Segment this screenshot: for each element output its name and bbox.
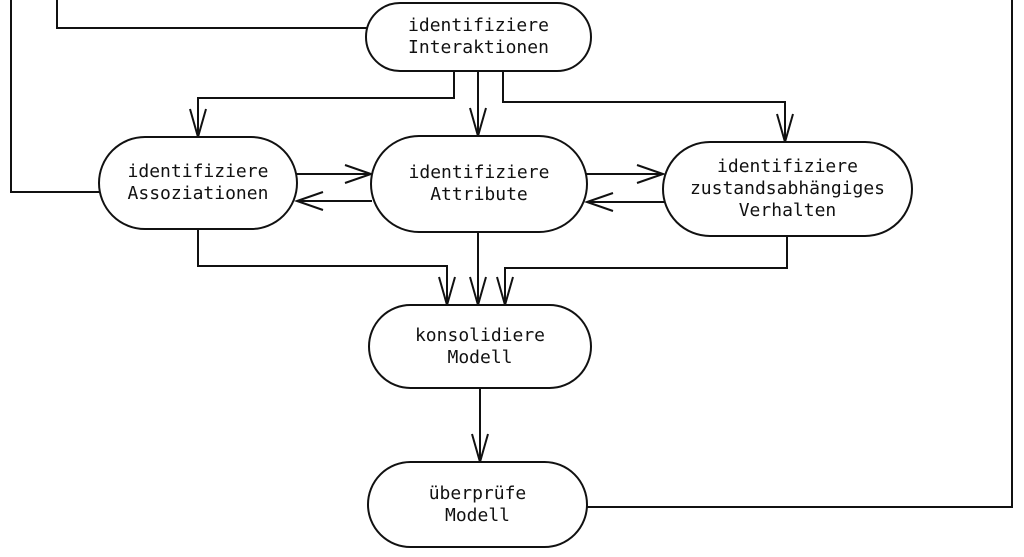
edge-attribute-to-assoziationen [293, 191, 372, 211]
edge-into-interaktionen-from-top-left [56, 0, 372, 29]
node-label-line: Assoziationen [127, 183, 269, 204]
node-label-line: Modell [444, 504, 511, 526]
edge-attribute-to-konsolidiere [469, 230, 487, 309]
edge-assoziationen-feedback-left [10, 0, 102, 193]
node-label-line: identifiziere [127, 161, 269, 182]
edge-interaktionen-to-verhalten [502, 70, 794, 146]
edge-konsolidiere-to-ueberpruefe [471, 385, 489, 466]
node-label-line: Attribute [430, 184, 528, 205]
node-label-line: zustandsabhängiges [689, 178, 886, 199]
edge-ueberpruefe-feedback-right [583, 0, 1013, 508]
node-label-line: konsolidiere [414, 324, 546, 346]
node-identifiziere-interaktionen: identifiziere Interaktionen [365, 2, 592, 72]
edge-verhalten-to-konsolidiere [496, 233, 788, 309]
node-label-line: überprüfe [428, 482, 527, 504]
node-konsolidiere-modell: konsolidiere Modell [368, 304, 592, 389]
node-ueberpruefe-modell: überprüfe Modell [367, 461, 588, 548]
node-label-line: identifiziere [408, 162, 550, 183]
edge-verhalten-to-attribute [583, 192, 665, 212]
node-identifiziere-attribute: identifiziere Attribute [370, 135, 588, 233]
edge-assoziationen-to-konsolidiere [197, 226, 456, 309]
edge-interaktionen-to-assoziationen [189, 70, 455, 141]
edge-interaktionen-to-attribute [469, 70, 487, 140]
node-identifiziere-zustandsabhaengiges-verhalten: identifiziere zustandsabhängiges Verhalt… [662, 141, 913, 237]
edge-attribute-to-verhalten [585, 164, 667, 184]
node-label-line: Modell [447, 346, 513, 368]
node-label-line: identifiziere [408, 15, 549, 36]
edge-assoziationen-to-attribute [294, 164, 375, 184]
node-label-line: Verhalten [738, 200, 837, 221]
node-identifiziere-assoziationen: identifiziere Assoziationen [98, 136, 298, 230]
node-label-line: Interaktionen [408, 37, 549, 58]
node-label-line: identifiziere [717, 156, 858, 177]
